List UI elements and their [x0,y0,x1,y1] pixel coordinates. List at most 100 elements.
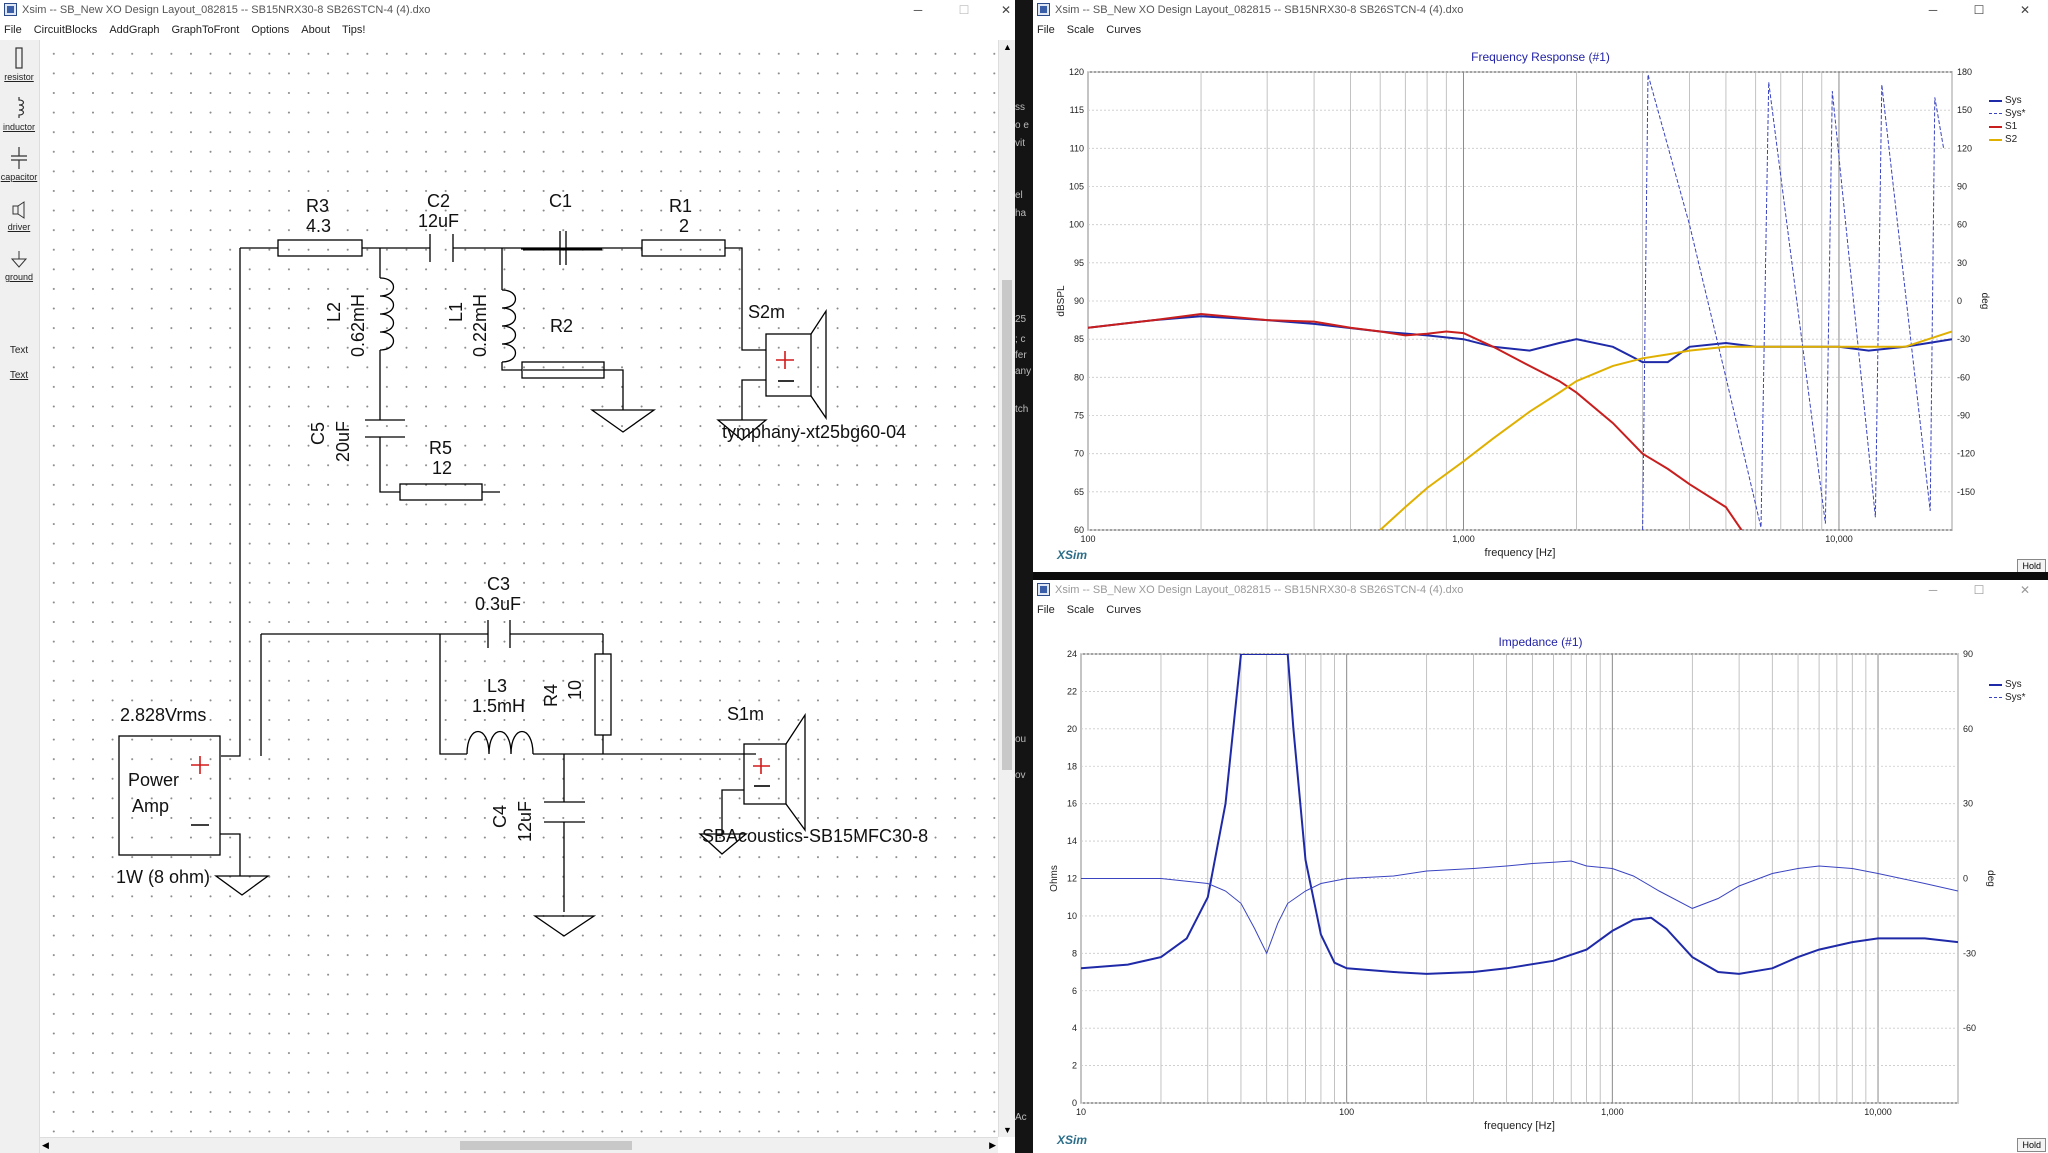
frequency-response-chart[interactable]: 6065707580859095100105110115120-150-120-… [1033,62,2048,572]
freq-menubar: File Scale Curves [1033,20,2048,40]
x-tick-label: 100 [1080,534,1095,544]
y2-axis-label: deg [1985,870,1996,887]
legend-label: Sys [2005,679,2022,690]
menu-options[interactable]: Options [251,24,290,36]
y-tick-label: 0 [1072,1098,1077,1108]
bg-text: tch [1015,404,1029,415]
minimize-button[interactable]: ─ [1928,583,1938,597]
y-tick-label: 70 [1074,449,1084,459]
menu-file[interactable]: File [1037,24,1055,36]
schematic-vertical-scrollbar[interactable]: ▲ ▼ [998,40,1015,1137]
background-window-strip: ss o e vit el ha 25 ; c fer any tch ou o… [1015,0,1033,1153]
y-tick-label: 65 [1074,487,1084,497]
capacitor-icon [11,147,27,169]
y-axis-label: Ohms [1049,865,1060,892]
menu-tips[interactable]: Tips! [342,24,366,36]
menu-curves[interactable]: Curves [1106,24,1142,36]
tool-capacitor-label: capacitor [0,172,38,182]
scroll-down-arrow-icon[interactable]: ▼ [1003,1125,1012,1135]
menu-curves[interactable]: Curves [1106,604,1142,616]
ground-icon [10,251,28,268]
y2-tick-label: 30 [1957,258,1967,268]
y2-tick-label: 150 [1957,105,1972,115]
tool-capacitor[interactable]: capacitor [0,146,38,182]
hold-button[interactable]: Hold [2017,559,2046,572]
close-button[interactable]: ✕ [2019,583,2031,597]
imp-menubar: File Scale Curves [1033,600,2048,620]
schematic-window-title: Xsim -- SB_New XO Design Layout_082815 -… [22,4,431,16]
series-line-s1 [1088,312,1743,530]
schematic-canvas[interactable] [40,40,998,1137]
x-tick-label: 10 [1076,1107,1086,1117]
scroll-left-arrow-icon[interactable]: ◀ [42,1140,49,1150]
y2-tick-label: 30 [1963,799,1973,809]
imp-titlebar: Xsim -- SB_New XO Design Layout_082815 -… [1033,580,2048,600]
scroll-up-arrow-icon[interactable]: ▲ [1003,42,1012,52]
frequency-response-window: Xsim -- SB_New XO Design Layout_082815 -… [1033,0,2048,572]
legend-item-sys-star: Sys* [1989,107,2026,120]
tool-driver[interactable]: driver [0,200,38,232]
legend-swatch [1989,683,2002,686]
maximize-button[interactable]: ☐ [1973,3,1985,17]
tool-text-1[interactable]: Text [0,345,38,356]
driver-icon [12,201,25,219]
menu-file[interactable]: File [4,24,22,36]
tool-text-1-label: Text [9,345,29,356]
y2-tick-label: -30 [1957,334,1970,344]
tool-text-2[interactable]: Text [0,370,38,381]
y-tick-label: 14 [1067,836,1077,846]
y2-tick-label: 90 [1963,649,1973,659]
hold-button[interactable]: Hold [2017,1138,2046,1152]
scroll-right-arrow-icon[interactable]: ▶ [989,1140,996,1150]
freq-titlebar: Xsim -- SB_New XO Design Layout_082815 -… [1033,0,2048,20]
maximize-button[interactable]: ☐ [1973,583,1985,597]
freq-legend: Sys Sys* S1 S2 [1989,94,2026,146]
vertical-scroll-thumb[interactable] [1002,280,1012,770]
plot-area [1080,653,1959,1104]
menu-scale[interactable]: Scale [1066,604,1095,616]
y-tick-label: 6 [1072,986,1077,996]
tool-inductor[interactable]: inductor [0,96,38,132]
x-tick-label: 10,000 [1825,534,1853,544]
y-tick-label: 12 [1067,874,1077,884]
menu-addgraph[interactable]: AddGraph [109,24,160,36]
resistor-icon [15,47,23,69]
y-tick-label: 75 [1074,411,1084,421]
bg-text: any [1015,366,1032,377]
minimize-button[interactable]: ─ [1928,3,1938,17]
y-tick-label: 105 [1069,182,1084,192]
y-tick-label: 85 [1074,334,1084,344]
legend-item-sys: Sys [1989,678,2026,691]
tool-ground[interactable]: ground [0,250,38,282]
horizontal-scroll-thumb[interactable] [460,1141,632,1150]
legend-label: S1 [2005,121,2018,132]
inductor-icon [18,97,25,118]
y-tick-label: 8 [1072,948,1077,958]
y2-tick-label: 0 [1963,874,1968,884]
bg-text: fer [1015,350,1027,361]
menu-file[interactable]: File [1037,604,1055,616]
y-tick-label: 22 [1067,686,1077,696]
y-tick-label: 95 [1074,258,1084,268]
close-button[interactable]: ✕ [1000,3,1012,17]
close-button[interactable]: ✕ [2019,3,2031,17]
minimize-button[interactable]: ─ [913,3,923,17]
xsim-logo: XSim [1057,548,1088,562]
menu-about[interactable]: About [301,24,331,36]
y2-tick-label: -30 [1963,948,1976,958]
menu-graphtofront[interactable]: GraphToFront [171,24,240,36]
xsim-app-icon [4,3,17,16]
legend-label: Sys [2005,95,2022,106]
menu-circuitblocks[interactable]: CircuitBlocks [33,24,98,36]
tool-resistor[interactable]: resistor [0,46,38,82]
xsim-logo: XSim [1057,1133,1088,1147]
schematic-horizontal-scrollbar[interactable]: ◀ ▶ [40,1137,998,1153]
legend-item-s1: S1 [1989,120,2026,133]
bg-text: 25 [1015,314,1027,325]
maximize-button[interactable]: ☐ [958,3,970,17]
impedance-window: Xsim -- SB_New XO Design Layout_082815 -… [1033,580,2048,1153]
schematic-menubar: File CircuitBlocks AddGraph GraphToFront… [0,20,1015,40]
bg-text: ss [1015,102,1025,113]
menu-scale[interactable]: Scale [1066,24,1095,36]
